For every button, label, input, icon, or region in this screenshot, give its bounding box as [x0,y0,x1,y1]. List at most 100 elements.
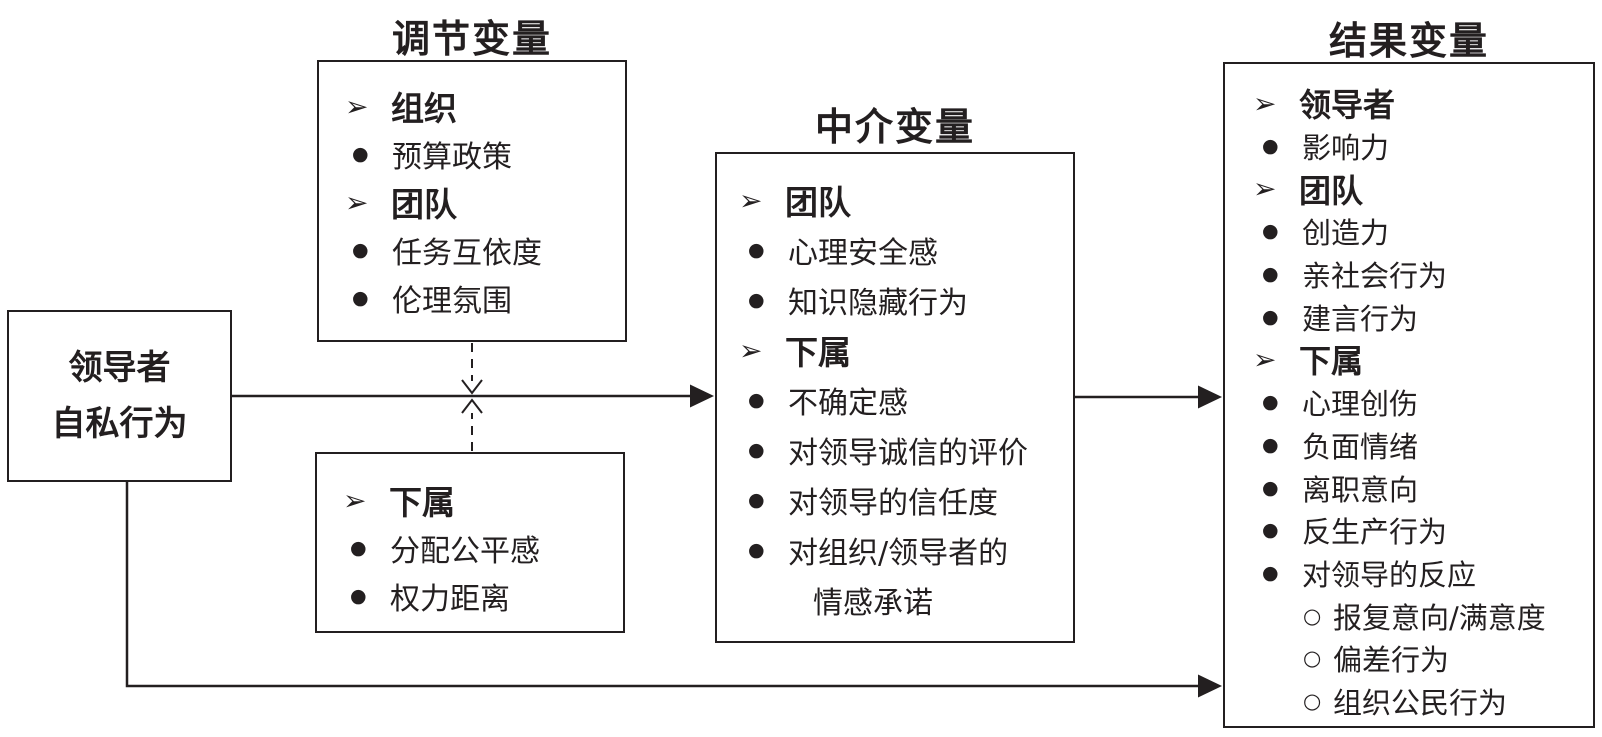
bullet-icon: ● [1262,476,1279,499]
list-item: ➢ 下属 [1251,338,1593,381]
list-item: ● 对领导的信任度 [737,475,1073,525]
list-item-label: 报复意向/满意度 [1333,600,1546,635]
list-item: ● 负面情绪 [1251,424,1593,467]
list-sub-item: ○ 组织公民行为 [1251,680,1593,723]
list-item: ● 对领导诚信的评价 [737,425,1073,475]
list-item-label: 领导者 [1299,86,1396,125]
list-item-label: 心理安全感 [788,236,938,271]
list-item: ● 建言行为 [1251,295,1593,338]
list-item-label: 团队 [785,183,851,222]
bullet-icon: ● [748,439,765,461]
bullet-icon: ● [748,489,765,511]
list-item-label: 影响力 [1302,131,1390,166]
list-item: ● 权力距离 [341,572,623,620]
list-item: ● 创造力 [1251,210,1593,253]
antecedent-box-leader-selfish-behavior: 领导者 自私行为 [7,310,232,482]
list-item-label: 预算政策 [392,140,512,175]
list-item-label: 建言行为 [1302,301,1419,336]
list-item: ● 影响力 [1251,125,1593,168]
arrow-marker-icon: ➢ [739,183,763,217]
list-item-label: 分配公平感 [390,534,540,569]
list-item-label: 心理创伤 [1302,387,1419,422]
list-item: ● 亲社会行为 [1251,253,1593,296]
bullet-icon: ● [350,537,367,559]
list-item-label: 对领导的信任度 [788,486,998,521]
list-item-label: 下属 [389,483,455,522]
list-item: ● 不确定感 [737,375,1073,425]
list-item: ➢ 领导者 [1251,82,1593,125]
list-item-label: 组织 [391,89,457,128]
bullet-icon: ● [352,239,369,261]
list-item-label: 下属 [785,333,851,372]
bullet-icon: ● [748,389,765,411]
antecedent-line-1: 领导者 [68,348,171,388]
list-item-label: 团队 [391,185,457,224]
list-item-label: 负面情绪 [1302,429,1419,464]
bullet-icon: ● [1262,135,1279,158]
list-item: ➢ 下属 [341,476,623,524]
moderator-lower-box: ➢ 下属 ● 分配公平感 ● 权力距离 [315,452,625,633]
list-item-label: 团队 [1299,171,1364,210]
list-item: ➢ 下属 [737,325,1073,375]
arrow-antecedent-to-mediator [231,384,714,408]
bullet-icon: ● [1262,391,1279,414]
list-item: ● 任务互依度 [343,226,625,274]
moderator-upper-box: ➢ 组织 ● 预算政策 ➢ 团队 ● 任务互依度 ● 伦理氛围 [317,60,627,342]
antecedent-line-2: 自私行为 [51,404,188,444]
arrow-marker-icon: ➢ [345,185,369,219]
bullet-icon: ● [1262,561,1279,584]
list-item: ➢ 团队 [1251,167,1593,210]
list-item-label: 权力距离 [390,582,510,617]
bullet-icon: ● [748,289,765,311]
arrow-marker-icon: ➢ [345,89,369,123]
list-item-label: 任务互依度 [392,236,542,271]
bullet-icon: ● [748,239,765,261]
mediator-variables-title: 中介变量 [814,105,976,149]
list-item-label: 情感承诺 [813,586,933,621]
list-item-label: 下属 [1299,342,1364,381]
list-item-label: 对领导诚信的评价 [788,436,1028,471]
list-item: ● 预算政策 [343,130,625,178]
circle-bullet-icon: ○ [1303,688,1322,713]
arrow-marker-icon: ➢ [1253,342,1277,376]
arrow-marker-icon: ➢ [1253,172,1277,206]
list-item: ➢ 团队 [737,175,1073,225]
list-sub-item: ○ 偏差行为 [1251,637,1593,680]
list-item: ➢ 组织 [343,82,625,130]
list-item: ● 分配公平感 [341,524,623,572]
outcome-box: ➢ 领导者 ● 影响力 ➢ 团队 ● 创造力 ● 亲社会行为 ● 建言行为 ➢ … [1223,62,1595,728]
bullet-icon: ● [1262,220,1279,243]
bullet-icon: ● [1262,263,1279,286]
list-item: ● 对组织/领导者的 [737,525,1073,575]
list-item-label: 伦理氛围 [392,284,512,319]
list-item-label: 创造力 [1302,216,1390,251]
circle-bullet-icon: ○ [1303,646,1322,671]
list-sub-item: ○ 报复意向/满意度 [1251,594,1593,637]
outcome-variables-title: 结果变量 [1328,19,1490,63]
arrow-marker-icon: ➢ [343,483,367,517]
mediator-box: ➢ 团队 ● 心理安全感 ● 知识隐藏行为 ➢ 下属 ● 不确定感 ● 对领导诚… [715,152,1075,643]
list-item-label: 偏差行为 [1333,643,1450,678]
bullet-icon: ● [352,143,369,165]
list-item: ● 心理创伤 [1251,381,1593,424]
list-item-label: 亲社会行为 [1302,259,1448,294]
arrow-mediator-to-outcome [1074,385,1222,409]
bullet-icon: ● [748,539,765,561]
list-item-label: 对组织/领导者的 [788,536,1009,571]
dashed-moderation-arrow-lower [461,398,483,451]
moderator-variables-title: 调节变量 [391,17,553,61]
circle-bullet-icon: ○ [1303,603,1322,628]
list-item-label: 知识隐藏行为 [788,286,968,321]
list-item-label: 组织公民行为 [1333,685,1508,720]
arrow-marker-icon: ➢ [739,333,763,367]
bullet-icon: ● [1262,519,1279,542]
dashed-moderation-arrow-upper [461,343,483,395]
list-item-label: 对领导的反应 [1302,557,1477,592]
list-item: ● 反生产行为 [1251,509,1593,552]
list-item: ● 离职意向 [1251,466,1593,509]
arrow-marker-icon: ➢ [1253,86,1277,120]
bullet-icon: ● [1262,433,1279,456]
list-item: ➢ 团队 [343,178,625,226]
list-item-label: 不确定感 [788,386,908,421]
